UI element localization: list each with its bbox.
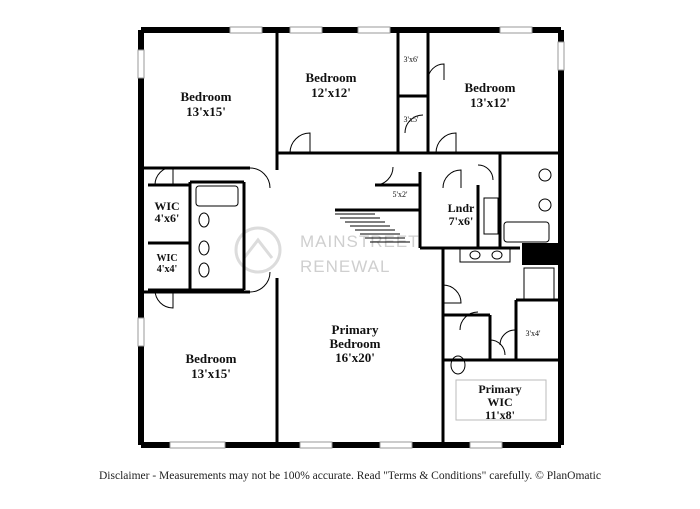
watermark: MAINSTREET RENEWAL bbox=[234, 226, 420, 276]
primary-wic-name-2: WIC bbox=[487, 395, 512, 409]
primary-wic-name-1: Primary bbox=[478, 382, 521, 396]
disclaimer: Disclaimer - Measurements may not be 100… bbox=[99, 470, 601, 482]
windows bbox=[137, 26, 565, 449]
closet-label-1: 3'x6' bbox=[404, 55, 419, 64]
door-swings bbox=[154, 63, 516, 356]
bedroom-n-name: Bedroom bbox=[305, 70, 356, 85]
bedroom-sw-name: Bedroom bbox=[185, 351, 236, 366]
primary-bedroom-name-1: Primary bbox=[332, 322, 379, 337]
bath-fixtures bbox=[195, 168, 555, 421]
wic-2-dims: 4'x4' bbox=[157, 264, 178, 275]
primary-bedroom-dims: 16'x20' bbox=[335, 350, 375, 365]
closet-label-4: 3'x4' bbox=[526, 329, 541, 338]
wic-1-dims: 4'x6' bbox=[155, 211, 180, 225]
watermark-line2: RENEWAL bbox=[300, 257, 390, 276]
wic-1-name: WIC bbox=[154, 199, 179, 213]
closet-label-2: 3'x5' bbox=[404, 115, 419, 124]
structural-column bbox=[522, 243, 558, 265]
primary-bedroom-name-2: Bedroom bbox=[329, 336, 380, 351]
bedroom-n-dims: 12'x12' bbox=[311, 85, 351, 100]
primary-wic-dims: 11'x8' bbox=[485, 408, 515, 422]
laundry-name: Lndr bbox=[448, 201, 475, 215]
bedroom-nw-dims: 13'x15' bbox=[186, 104, 226, 119]
bedroom-ne-name: Bedroom bbox=[464, 80, 515, 95]
watermark-line1: MAINSTREET bbox=[300, 232, 420, 251]
laundry-dims: 7'x6' bbox=[449, 214, 474, 228]
bedroom-sw-dims: 13'x15' bbox=[191, 366, 231, 381]
wic-2-name: WIC bbox=[156, 253, 177, 264]
bedroom-ne-dims: 13'x12' bbox=[470, 95, 510, 110]
stairs bbox=[335, 213, 410, 243]
bedroom-nw-name: Bedroom bbox=[180, 89, 231, 104]
closet-label-3: 5'x2' bbox=[393, 190, 408, 199]
floor-plan: MAINSTREET RENEWAL bbox=[137, 26, 565, 449]
